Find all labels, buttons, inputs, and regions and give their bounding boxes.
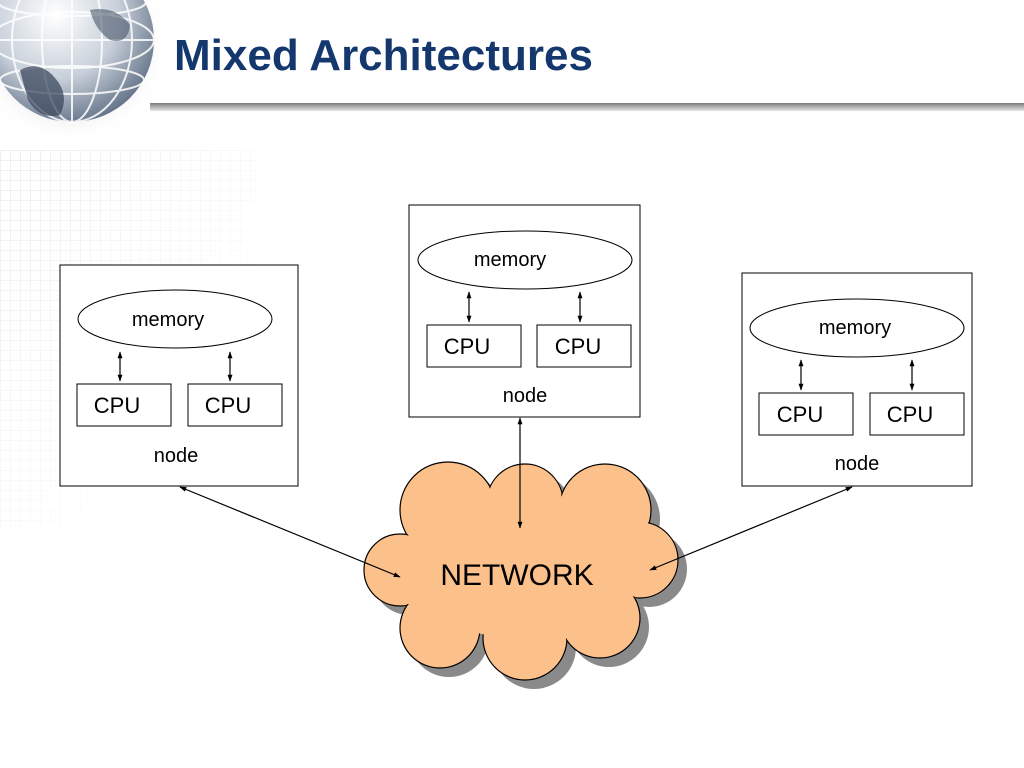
node-network-arrow-right bbox=[649, 486, 853, 571]
cpu-box bbox=[536, 324, 632, 368]
cpu-label: CPU bbox=[555, 334, 601, 359]
memory-ellipse bbox=[749, 298, 965, 358]
cpu-box bbox=[187, 383, 283, 427]
cpu-label: CPU bbox=[444, 334, 490, 359]
node-center: memory CPU CPU node bbox=[408, 204, 641, 418]
node-left: memory CPU CPU node bbox=[59, 264, 299, 487]
cpu-label: CPU bbox=[94, 393, 140, 418]
memory-label: memory bbox=[819, 317, 891, 339]
cpu-label: CPU bbox=[777, 402, 823, 427]
memory-ellipse bbox=[77, 289, 273, 349]
memory-label: memory bbox=[474, 249, 546, 271]
network-label: NETWORK bbox=[440, 559, 593, 592]
cpu-box bbox=[76, 383, 172, 427]
cpu-box bbox=[426, 324, 522, 368]
slide-title: Mixed Architectures bbox=[174, 31, 593, 80]
node-right: memory CPU CPU node bbox=[741, 272, 973, 487]
node-label: node bbox=[154, 445, 199, 467]
node-network-arrow-left bbox=[179, 486, 401, 578]
memory-label: memory bbox=[132, 309, 204, 331]
memory-ellipse bbox=[417, 230, 633, 290]
cpu-box bbox=[869, 392, 965, 436]
title-underline bbox=[150, 103, 1024, 111]
network-cloud: NETWORK bbox=[363, 461, 687, 689]
cpu-box bbox=[758, 392, 854, 436]
globe-logo bbox=[0, 0, 170, 145]
node-label: node bbox=[835, 453, 880, 475]
cpu-label: CPU bbox=[887, 402, 933, 427]
cpu-label: CPU bbox=[205, 393, 251, 418]
node-label: node bbox=[503, 385, 548, 407]
